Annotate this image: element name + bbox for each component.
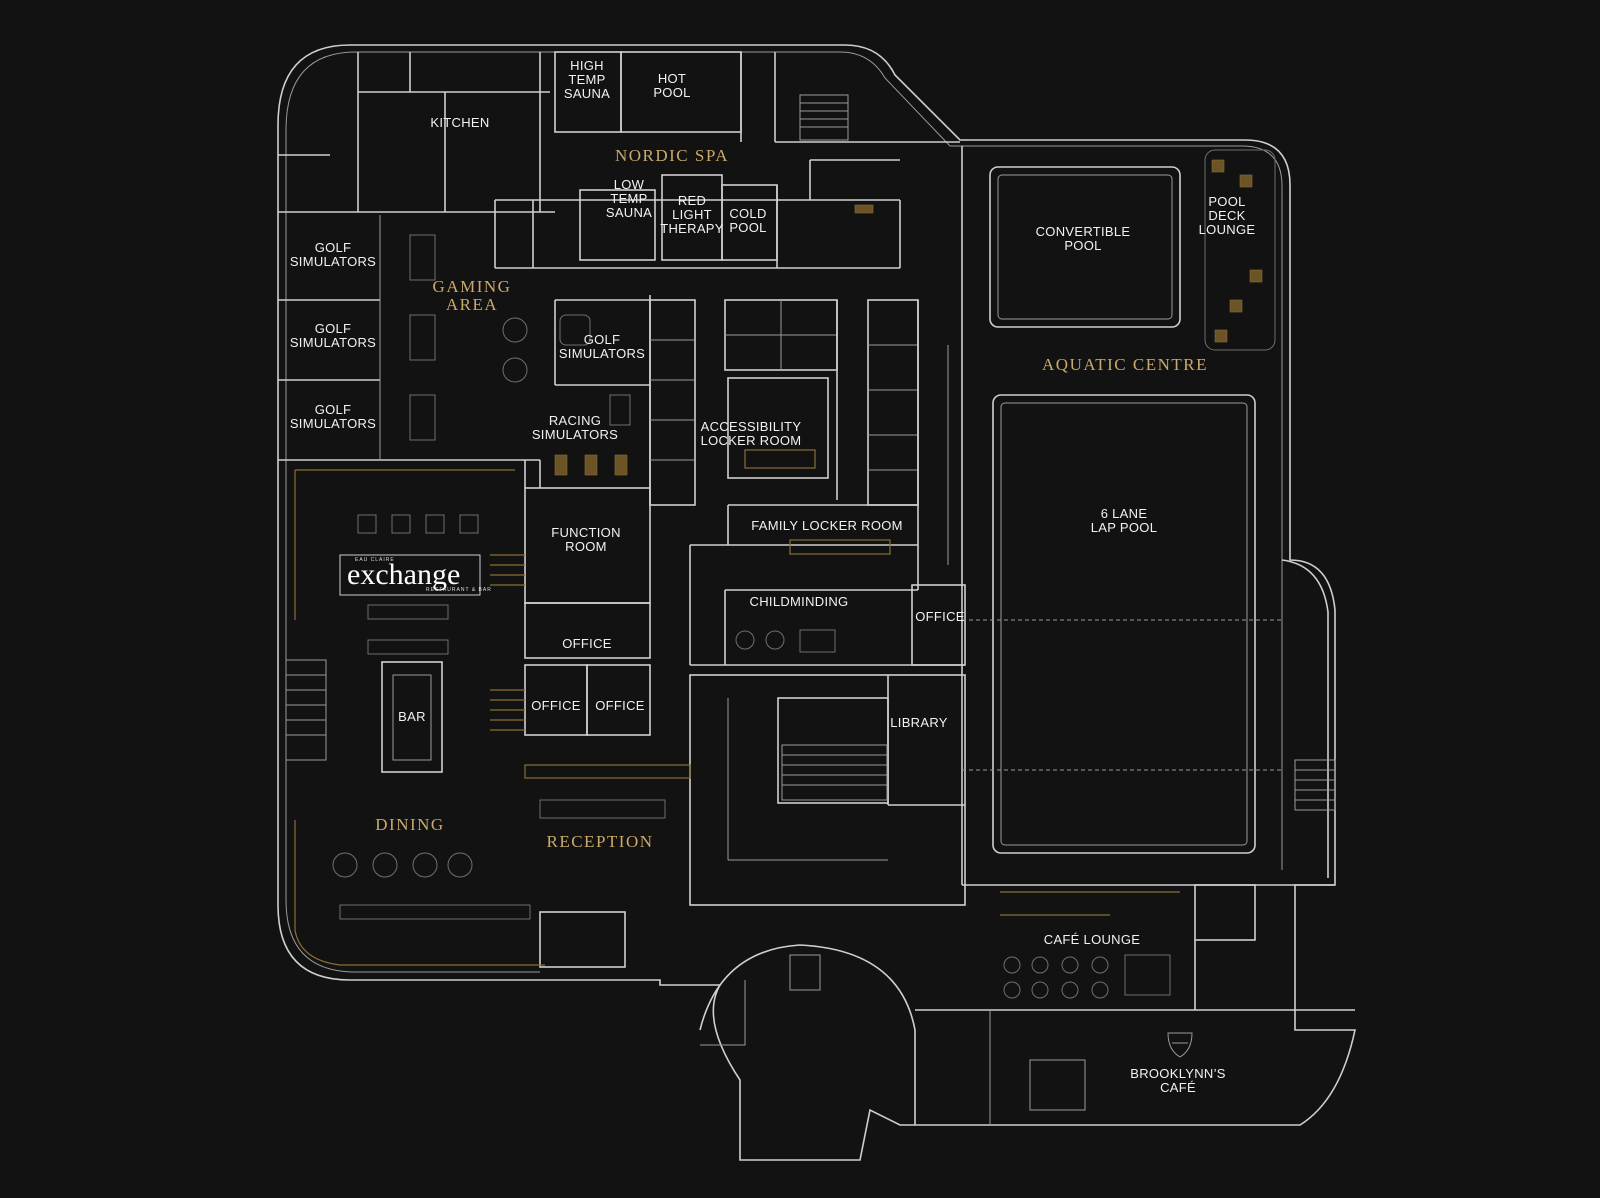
room-label-office-3-line-1: OFFICE <box>595 698 644 713</box>
room-label-racing-simulators-line-1: RACING <box>549 413 601 428</box>
room-label-family-locker-room-line-1: FAMILY LOCKER ROOM <box>751 518 903 533</box>
lap-pool-basin <box>992 394 1256 854</box>
room-label-childminding-line-1: CHILDMINDING <box>750 594 849 609</box>
room-label-pool-deck-lounge-line-2: DECK <box>1208 208 1245 223</box>
room-label-library-line-1: LIBRARY <box>890 715 948 730</box>
room-label-golf-simulators-4-line-2: SIMULATORS <box>559 346 645 361</box>
stair-library <box>781 744 888 801</box>
room-label-cold-pool-line-2: POOL <box>729 220 766 235</box>
room-label-lap-pool-line-1: 6 LANE <box>1101 506 1148 521</box>
bar-counter <box>381 661 443 773</box>
stair-north <box>799 94 849 141</box>
logo-wordmark: exchange <box>347 558 460 591</box>
room-label-function-room-line-2: ROOM <box>565 539 607 554</box>
area-label-dining-line-1: DINING <box>375 815 444 834</box>
logo-bottom-line: RESTAURANT & BAR <box>426 587 492 593</box>
room-label-brooklynns-cafe-line-1: BROOKLYNN’S <box>1130 1066 1226 1081</box>
room-label-office-1-line-1: OFFICE <box>562 636 611 651</box>
stairs <box>285 94 1336 811</box>
furniture <box>294 159 1263 1058</box>
room-label-red-light-therapy-line-1: RED <box>678 193 706 208</box>
room-label-office-2-line-1: OFFICE <box>531 698 580 713</box>
room-label-function-room-line-1: FUNCTION <box>551 525 621 540</box>
pools <box>962 149 1282 854</box>
room-label-hot-pool-line-1: HOT <box>658 71 686 86</box>
room-label-office-pool-line-1: OFFICE <box>915 609 964 624</box>
room-label-low-temp-sauna-line-2: TEMP <box>610 191 647 206</box>
area-label-gaming-area-line-2: AREA <box>446 295 498 314</box>
logo-top-line: EAU CLAIRE <box>355 557 395 563</box>
convertible-pool-basin <box>989 166 1181 328</box>
room-label-hot-pool-line-2: POOL <box>653 85 690 100</box>
building-outline <box>277 44 1356 1161</box>
room-label-golf-simulators-3-line-1: GOLF <box>315 402 352 417</box>
room-label-golf-simulators-4-line-1: GOLF <box>584 332 621 347</box>
room-label-low-temp-sauna-line-3: SAUNA <box>606 205 652 220</box>
room-label-convertible-pool-line-1: CONVERTIBLE <box>1036 224 1131 239</box>
room-label-golf-simulators-2-line-2: SIMULATORS <box>290 335 376 350</box>
room-label-brooklynns-cafe-line-2: CAFÉ <box>1160 1080 1196 1095</box>
crest-icon <box>1167 1032 1193 1058</box>
room-labels: HIGHTEMPSAUNAHOTPOOLKITCHENLOWTEMPSAUNAR… <box>290 58 1256 1095</box>
room-label-accessibility-locker-room-line-2: LOCKER ROOM <box>701 433 802 448</box>
stair-west <box>285 659 327 761</box>
room-label-pool-deck-lounge-line-3: LOUNGE <box>1199 222 1256 237</box>
stair-east <box>1294 759 1336 811</box>
room-label-red-light-therapy-line-3: THERAPY <box>660 221 724 236</box>
room-label-lap-pool-line-2: LAP POOL <box>1091 520 1157 535</box>
room-label-golf-simulators-2-line-1: GOLF <box>315 321 352 336</box>
room-label-cold-pool-line-1: COLD <box>729 206 766 221</box>
room-label-convertible-pool-line-2: POOL <box>1064 238 1101 253</box>
area-label-reception-line-1: RECEPTION <box>547 832 654 851</box>
room-label-racing-simulators-line-2: SIMULATORS <box>532 427 618 442</box>
room-label-high-temp-sauna-line-1: HIGH <box>570 58 604 73</box>
room-label-red-light-therapy-line-2: LIGHT <box>672 207 712 222</box>
area-label-aquatic-centre-line-1: AQUATIC CENTRE <box>1042 355 1208 374</box>
interior-walls <box>278 51 1355 1125</box>
room-label-high-temp-sauna-line-2: TEMP <box>568 72 605 87</box>
area-label-gaming-area-line-1: GAMING <box>433 277 512 296</box>
area-label-nordic-spa-line-1: NORDIC SPA <box>615 146 729 165</box>
room-label-bar-line-1: BAR <box>398 709 426 724</box>
room-label-accessibility-locker-room-line-1: ACCESSIBILITY <box>701 419 802 434</box>
room-label-golf-simulators-3-line-2: SIMULATORS <box>290 416 376 431</box>
room-label-low-temp-sauna-line-1: LOW <box>614 177 645 192</box>
room-label-high-temp-sauna-line-3: SAUNA <box>564 86 610 101</box>
room-label-kitchen-line-1: KITCHEN <box>430 115 489 130</box>
room-label-pool-deck-lounge-line-1: POOL <box>1208 194 1245 209</box>
exchange-logo: EAU CLAIRE exchange RESTAURANT & BAR <box>339 554 492 596</box>
room-label-golf-simulators-1-line-2: SIMULATORS <box>290 254 376 269</box>
room-label-golf-simulators-1-line-1: GOLF <box>315 240 352 255</box>
room-label-cafe-lounge-line-1: CAFÉ LOUNGE <box>1044 932 1141 947</box>
